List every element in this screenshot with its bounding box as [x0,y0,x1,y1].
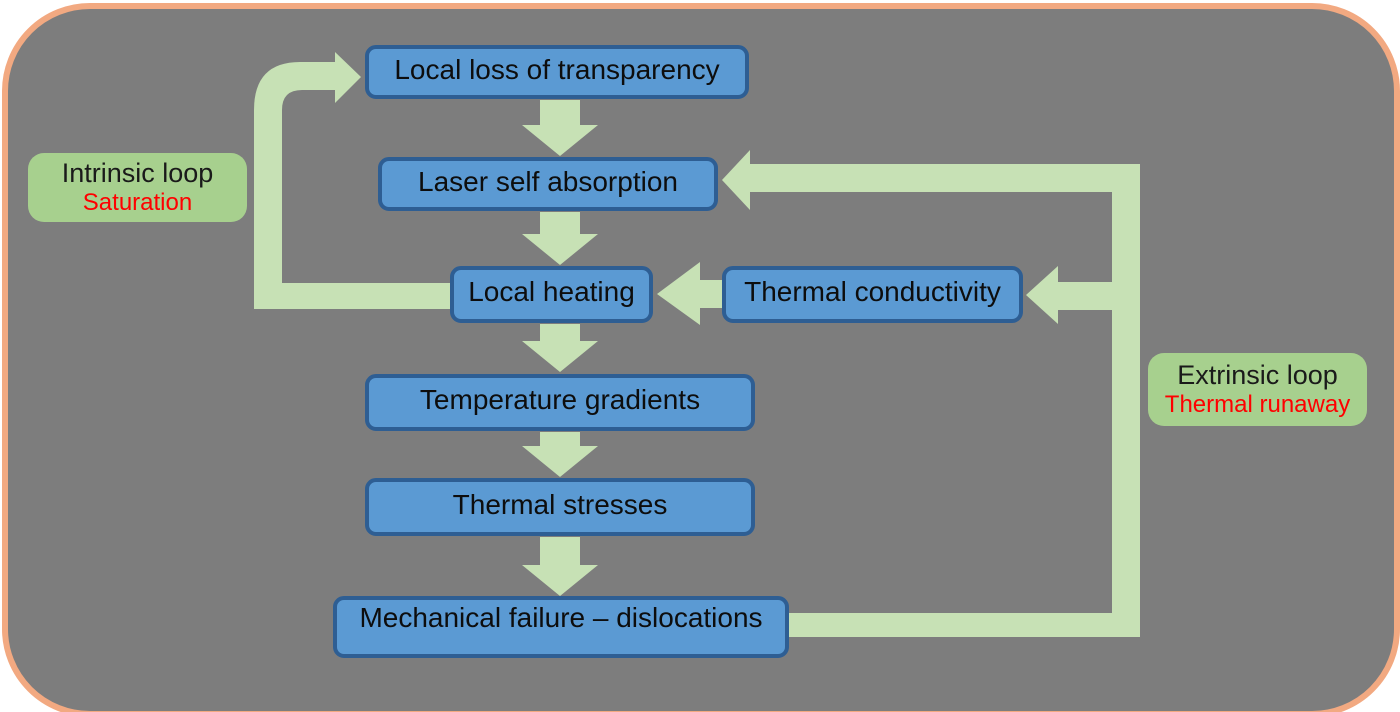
node-local-loss-of-transparency: Local loss of transparency [365,45,749,99]
node-mechanical-failure-dislocations: Mechanical failure – dislocations [333,596,789,658]
arrow-local-loss-to-laser-absorption [522,100,598,156]
intrinsic-loop-label: Intrinsic loop Saturation [28,153,247,222]
intrinsic-loop-title: Intrinsic loop [61,157,214,188]
extrinsic-loop-title: Extrinsic loop [1177,359,1338,390]
arrow-laser-absorption-to-local-heating [522,212,598,265]
extrinsic-loop-label: Extrinsic loop Thermal runaway [1148,353,1367,426]
arrow-thermal-conductivity-to-local-heating [657,262,723,325]
extrinsic-loop-arrow [722,150,1140,637]
arrow-extrinsic-to-thermal-conductivity [1026,266,1112,324]
intrinsic-loop-subtitle: Saturation [82,189,193,217]
arrow-thermal-stresses-to-mechanical-failure [522,537,598,596]
node-laser-self-absorption: Laser self absorption [378,157,718,211]
arrow-local-heating-to-temperature-gradients [522,324,598,372]
node-thermal-stresses: Thermal stresses [365,478,755,536]
node-thermal-conductivity: Thermal conductivity [722,266,1023,323]
node-temperature-gradients: Temperature gradients [365,374,755,431]
intrinsic-loop-arrow [254,52,450,309]
node-local-heating: Local heating [450,266,653,323]
arrow-temperature-gradients-to-thermal-stresses [522,432,598,477]
extrinsic-loop-subtitle: Thermal runaway [1164,391,1351,419]
